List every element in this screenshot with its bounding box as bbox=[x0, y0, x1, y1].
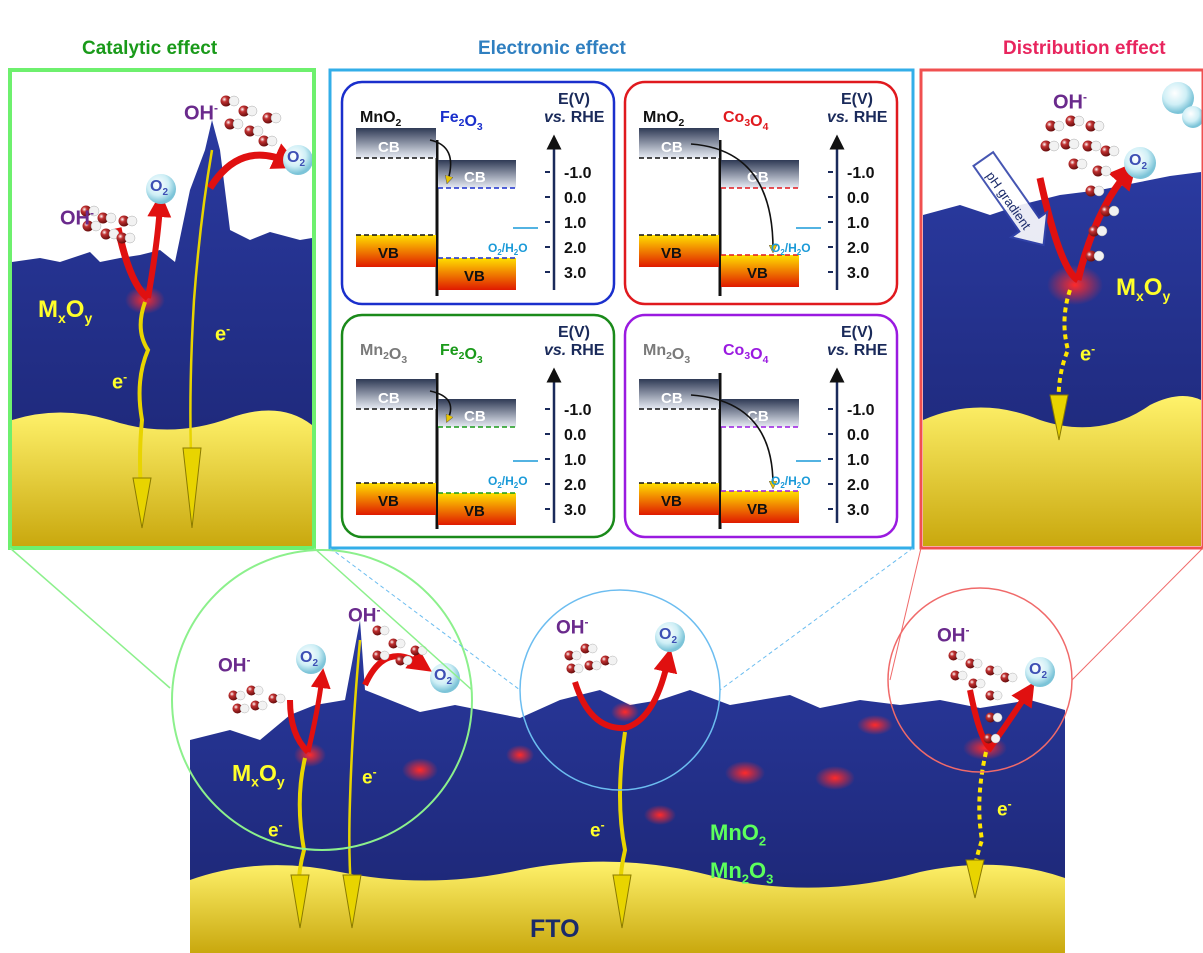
axis-subtitle: vs. RHE bbox=[544, 342, 605, 359]
electron-transfer-arrow bbox=[690, 143, 773, 249]
header-catalytic-effect: Catalytic effect bbox=[82, 38, 218, 59]
axis-title: E(V) bbox=[841, 91, 873, 108]
header-distribution-effect: Distribution effect bbox=[1003, 38, 1166, 59]
o2-label: O2 bbox=[659, 626, 678, 647]
vb-label: VB bbox=[747, 265, 768, 282]
cb-label: CB bbox=[464, 169, 486, 186]
axis-tick-label: -1.0 bbox=[847, 402, 875, 419]
bottom-scene bbox=[9, 547, 1203, 953]
axis-tick-label: 1.0 bbox=[564, 452, 586, 469]
axis-tick-label: 1.0 bbox=[564, 215, 586, 232]
axis-subtitle: vs. RHE bbox=[827, 109, 888, 126]
oh-label: OH- bbox=[184, 101, 218, 125]
vb-label: VB bbox=[464, 268, 485, 285]
oh-label: OH- bbox=[60, 206, 94, 230]
mxoy-label: MxOy bbox=[38, 296, 93, 326]
electron-label: e- bbox=[997, 797, 1012, 821]
axis-tick-label: 2.0 bbox=[564, 240, 586, 257]
oh-label: OH- bbox=[348, 603, 381, 627]
axis-subtitle: vs. RHE bbox=[827, 342, 888, 359]
left-oxide-label: Mn2O3 bbox=[643, 342, 690, 366]
o2-label: O2 bbox=[300, 649, 319, 670]
oh-label: OH- bbox=[937, 623, 970, 647]
redox-label: O2/H2O bbox=[771, 474, 811, 490]
vb-label: VB bbox=[378, 493, 399, 510]
cb-label: CB bbox=[378, 139, 400, 156]
electron-transfer-arrow bbox=[429, 139, 451, 180]
axis-tick-label: 0.0 bbox=[564, 427, 586, 444]
axis-tick-label: -1.0 bbox=[564, 165, 592, 182]
right-oxide-label: Co3O4 bbox=[723, 109, 769, 133]
o2-label: O2 bbox=[150, 178, 169, 199]
mxoy-label: MxOy bbox=[1116, 274, 1171, 304]
axis-tick-label: 2.0 bbox=[564, 477, 586, 494]
redox-label: O2/H2O bbox=[488, 241, 528, 257]
cb-label: CB bbox=[661, 390, 683, 407]
o2-label: O2 bbox=[287, 149, 306, 170]
vb-label: VB bbox=[378, 245, 399, 262]
axis-title: E(V) bbox=[558, 324, 590, 341]
right-oxide-label: Co3O4 bbox=[723, 342, 769, 366]
electron-transfer-arrow bbox=[690, 394, 773, 485]
vb-label: VB bbox=[661, 493, 682, 510]
electron-label: e- bbox=[1080, 342, 1096, 366]
o2-label: O2 bbox=[1129, 152, 1148, 173]
cb-label: CB bbox=[747, 408, 769, 425]
cb-label: CB bbox=[661, 139, 683, 156]
axis-tick-label: 0.0 bbox=[847, 190, 869, 207]
o2-label: O2 bbox=[1029, 661, 1048, 682]
axis-tick-label: 3.0 bbox=[847, 502, 869, 519]
oh-label: OH- bbox=[1053, 90, 1087, 114]
left-oxide-label: Mn2O3 bbox=[360, 342, 407, 366]
axis-title: E(V) bbox=[558, 91, 590, 108]
axis-tick-label: 3.0 bbox=[847, 265, 869, 282]
fto-label: FTO bbox=[530, 915, 580, 943]
right-oxide-label: Fe2O3 bbox=[440, 342, 483, 366]
left-oxide-label: MnO2 bbox=[360, 109, 402, 129]
electron-label: e- bbox=[362, 765, 377, 789]
axis-tick-label: -1.0 bbox=[847, 165, 875, 182]
oh-label: OH- bbox=[556, 615, 589, 639]
redox-label: O2/H2O bbox=[488, 474, 528, 490]
o2-label: O2 bbox=[434, 667, 453, 688]
catalytic-panel bbox=[8, 68, 316, 550]
mxoy-label: MxOy bbox=[232, 760, 285, 790]
left-oxide-label: MnO2 bbox=[643, 109, 685, 129]
axis-tick-label: 0.0 bbox=[564, 190, 586, 207]
electron-transfer-arrow bbox=[429, 390, 451, 419]
axis-subtitle: vs. RHE bbox=[544, 109, 605, 126]
electron-label: e- bbox=[215, 322, 231, 346]
cb-label: CB bbox=[464, 408, 486, 425]
axis-tick-label: 0.0 bbox=[847, 427, 869, 444]
cb-label: CB bbox=[378, 390, 400, 407]
electron-label: e- bbox=[268, 818, 283, 842]
redox-label: O2/H2O bbox=[771, 241, 811, 257]
axis-tick-label: -1.0 bbox=[564, 402, 592, 419]
axis-tick-label: 1.0 bbox=[847, 452, 869, 469]
axis-title: E(V) bbox=[841, 324, 873, 341]
header-electronic-effect: Electronic effect bbox=[478, 38, 626, 59]
axis-tick-label: 1.0 bbox=[847, 215, 869, 232]
electron-label: e- bbox=[112, 370, 128, 394]
vb-label: VB bbox=[747, 501, 768, 518]
axis-tick-label: 3.0 bbox=[564, 265, 586, 282]
oh-label: OH- bbox=[218, 653, 251, 677]
distribution-panel bbox=[919, 68, 1203, 550]
axis-tick-label: 2.0 bbox=[847, 477, 869, 494]
vb-label: VB bbox=[661, 245, 682, 262]
vb-label: VB bbox=[464, 503, 485, 520]
electron-label: e- bbox=[590, 818, 605, 842]
right-oxide-label: Fe2O3 bbox=[440, 109, 483, 133]
axis-tick-label: 3.0 bbox=[564, 502, 586, 519]
axis-tick-label: 2.0 bbox=[847, 240, 869, 257]
materials-label: MnO2 Mn2O3 bbox=[710, 820, 774, 887]
